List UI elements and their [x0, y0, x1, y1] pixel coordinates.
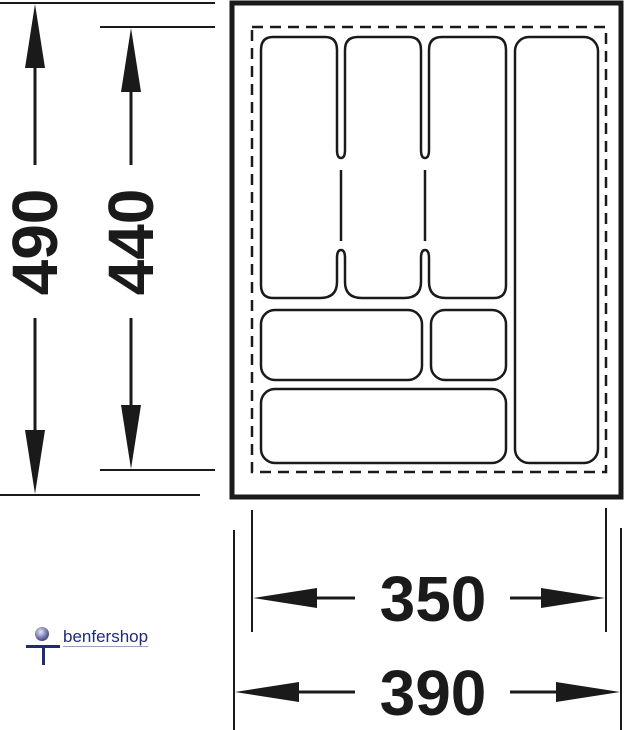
benfershop-logo [26, 627, 60, 665]
compartment-1 [259, 35, 508, 300]
logo-text: benfershop [63, 627, 149, 647]
arrow-down-icon [121, 405, 141, 469]
arrow-up-icon [25, 4, 45, 68]
tray-outer-frame [229, 0, 624, 500]
compartment-bottom [259, 387, 508, 465]
arrow-down-icon [25, 430, 45, 494]
compartment-middle-small [429, 308, 508, 382]
arrow-left-icon [235, 682, 299, 702]
compartment-middle-left [259, 308, 424, 382]
logo-ball-icon [35, 627, 49, 641]
logo-stem [42, 645, 45, 665]
tray-inner-dashed-outline [250, 25, 608, 474]
arrow-up-icon [121, 28, 141, 92]
dim-label-490: 490 [0, 189, 71, 296]
dim-label-350: 350 [380, 563, 487, 635]
dim-label-390: 390 [380, 657, 487, 729]
arrow-right-icon [541, 588, 605, 608]
arrow-left-icon [253, 588, 317, 608]
arrowheads [25, 4, 620, 702]
arrow-right-icon [556, 682, 620, 702]
dim-label-440: 440 [95, 189, 167, 296]
compartments [259, 35, 600, 465]
compartment-right-long [513, 35, 600, 465]
